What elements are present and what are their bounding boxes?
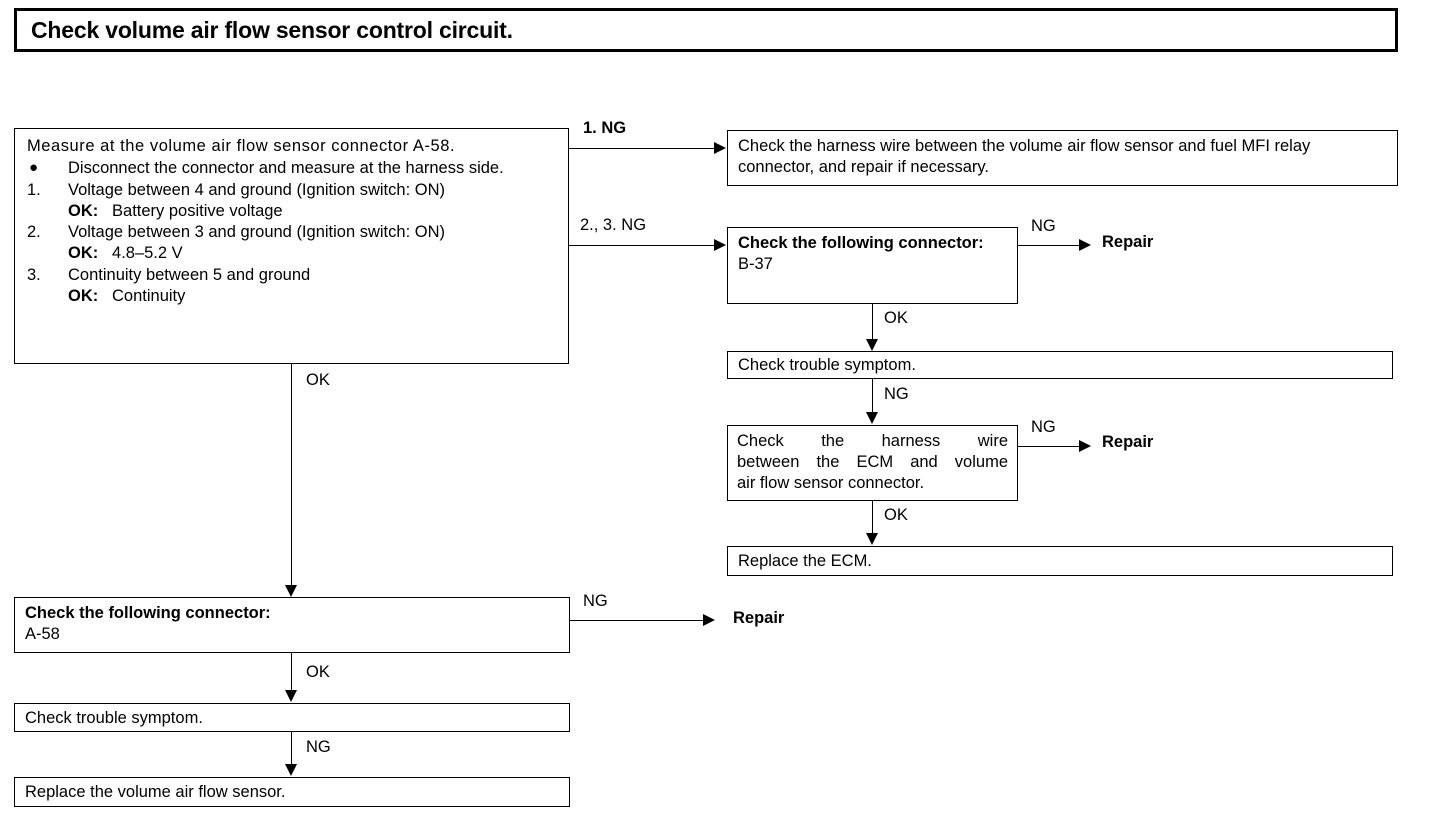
list-item: 2. Voltage between 3 and ground (Ignitio… (27, 222, 568, 264)
box-check-connector-a58: Check the following connector: A-58 (14, 597, 570, 653)
arrowhead-ng1 (714, 142, 726, 154)
page-title: Check volume air flow sensor control cir… (31, 16, 513, 43)
connector-line-ok-a58 (291, 653, 292, 691)
connector-box-value: B-37 (738, 255, 773, 274)
edge-label-ng-a58: NG (583, 592, 608, 610)
box-check-trouble-symptom-left: Check trouble symptom. (14, 703, 570, 732)
connector-line-ng-symptom-left (291, 732, 292, 765)
box-check-connector-b37: Check the following connector: B-37 (727, 227, 1018, 304)
ok-value: Battery positive voltage (112, 201, 283, 220)
edge-label-ok-main: OK (306, 371, 330, 389)
box-replace-volume-air-flow-sensor: Replace the volume air flow sensor. (14, 777, 570, 807)
list-item-sub: OK: Continuity (68, 286, 568, 307)
connector-box-value: A-58 (25, 625, 60, 644)
list-marker: 2. (27, 223, 41, 242)
connector-box-header: Check the following connector: (25, 604, 271, 622)
arrowhead-ng23 (714, 239, 726, 251)
edge-label-ng-harness-ecm: NG (1031, 418, 1056, 436)
connector-line-ng-harness-ecm (1018, 446, 1081, 447)
ok-label: OK: (68, 244, 99, 263)
box-check-trouble-symptom-right: Check trouble symptom. (727, 351, 1393, 379)
connector-line-ok-harness-ecm (872, 501, 873, 534)
page-title-box: Check volume air flow sensor control cir… (14, 8, 1398, 52)
arrowhead-ok-main (285, 585, 297, 597)
connector-line-ok-b37 (872, 304, 873, 340)
list-item-sub: OK: 4.8–5.2 V (68, 243, 568, 264)
connector-line-ok-main (291, 364, 292, 586)
arrowhead-ok-harness-ecm (866, 533, 878, 545)
connector-line-ng-a58 (570, 620, 705, 621)
box-check-harness-fuel-mfi: Check the harness wire between the volum… (727, 130, 1398, 186)
edge-label-ok-a58: OK (306, 663, 330, 681)
list-item: ● Disconnect the connector and measure a… (27, 158, 568, 179)
edge-label-ng23: 2., 3. NG (580, 216, 647, 234)
connector-line-ng-b37 (1018, 245, 1081, 246)
box-replace-ecm: Replace the ECM. (727, 546, 1393, 576)
edge-label-ng-symptom-left: NG (306, 738, 331, 756)
main-box-headline: Measure at the volume air flow sensor co… (27, 137, 456, 155)
arrowhead-ng-symptom-left (285, 764, 297, 776)
arrowhead-ok-b37 (866, 339, 878, 351)
main-measurement-box: Measure at the volume air flow sensor co… (14, 128, 569, 364)
repair-label-b37: Repair (1102, 233, 1154, 251)
list-marker: 1. (27, 180, 41, 199)
box-text: Check trouble symptom. (738, 356, 916, 374)
edge-label-ok-harness-ecm: OK (884, 506, 908, 524)
box-text-line: air flow sensor connector. (737, 474, 925, 493)
box-text-line: between the ECM and volume (737, 453, 1008, 472)
list-item-sub: OK: Battery positive voltage (68, 201, 568, 222)
edge-label-ng1: 1. NG (583, 119, 627, 137)
box-text-line: Check the harness wire (737, 432, 1008, 450)
box-text: Replace the ECM. (738, 552, 872, 570)
edge-label-ok-b37: OK (884, 309, 908, 327)
ok-value: 4.8–5.2 V (112, 244, 183, 263)
box-text: Replace the volume air flow sensor. (25, 783, 286, 801)
ok-label: OK: (68, 201, 99, 220)
arrowhead-ng-symptom-right (866, 412, 878, 424)
list-marker: 3. (27, 266, 41, 285)
list-item: 3. Continuity between 5 and ground OK: C… (27, 265, 568, 307)
arrowhead-ng-harness-ecm (1079, 440, 1091, 452)
bullet-marker: ● (29, 159, 39, 177)
arrowhead-ok-a58 (285, 690, 297, 702)
box-check-harness-ecm: Check the harness wire between the ECM a… (727, 425, 1018, 501)
arrowhead-ng-b37 (1079, 239, 1091, 251)
arrowhead-ng-a58 (703, 614, 715, 626)
ok-value: Continuity (112, 286, 186, 305)
list-item-text: Voltage between 3 and ground (Ignition s… (68, 223, 445, 242)
connector-box-header: Check the following connector: (738, 234, 984, 252)
edge-label-ng-b37: NG (1031, 217, 1056, 235)
connector-line-ng23 (569, 245, 715, 246)
connector-line-ng1 (569, 148, 715, 149)
repair-label-harness-ecm: Repair (1102, 433, 1154, 451)
box-text: Check the harness wire between the volum… (738, 137, 1311, 177)
list-item-text: Voltage between 4 and ground (Ignition s… (68, 180, 445, 199)
list-item-text: Disconnect the connector and measure at … (68, 159, 504, 178)
repair-label-a58: Repair (733, 609, 785, 627)
connector-line-ng-symptom-right (872, 379, 873, 413)
list-item-text: Continuity between 5 and ground (68, 266, 311, 285)
box-text: Check trouble symptom. (25, 709, 203, 727)
list-item: 1. Voltage between 4 and ground (Ignitio… (27, 180, 568, 222)
ok-label: OK: (68, 286, 99, 305)
edge-label-ng-symptom-right: NG (884, 385, 909, 403)
measurement-list: ● Disconnect the connector and measure a… (15, 158, 568, 306)
